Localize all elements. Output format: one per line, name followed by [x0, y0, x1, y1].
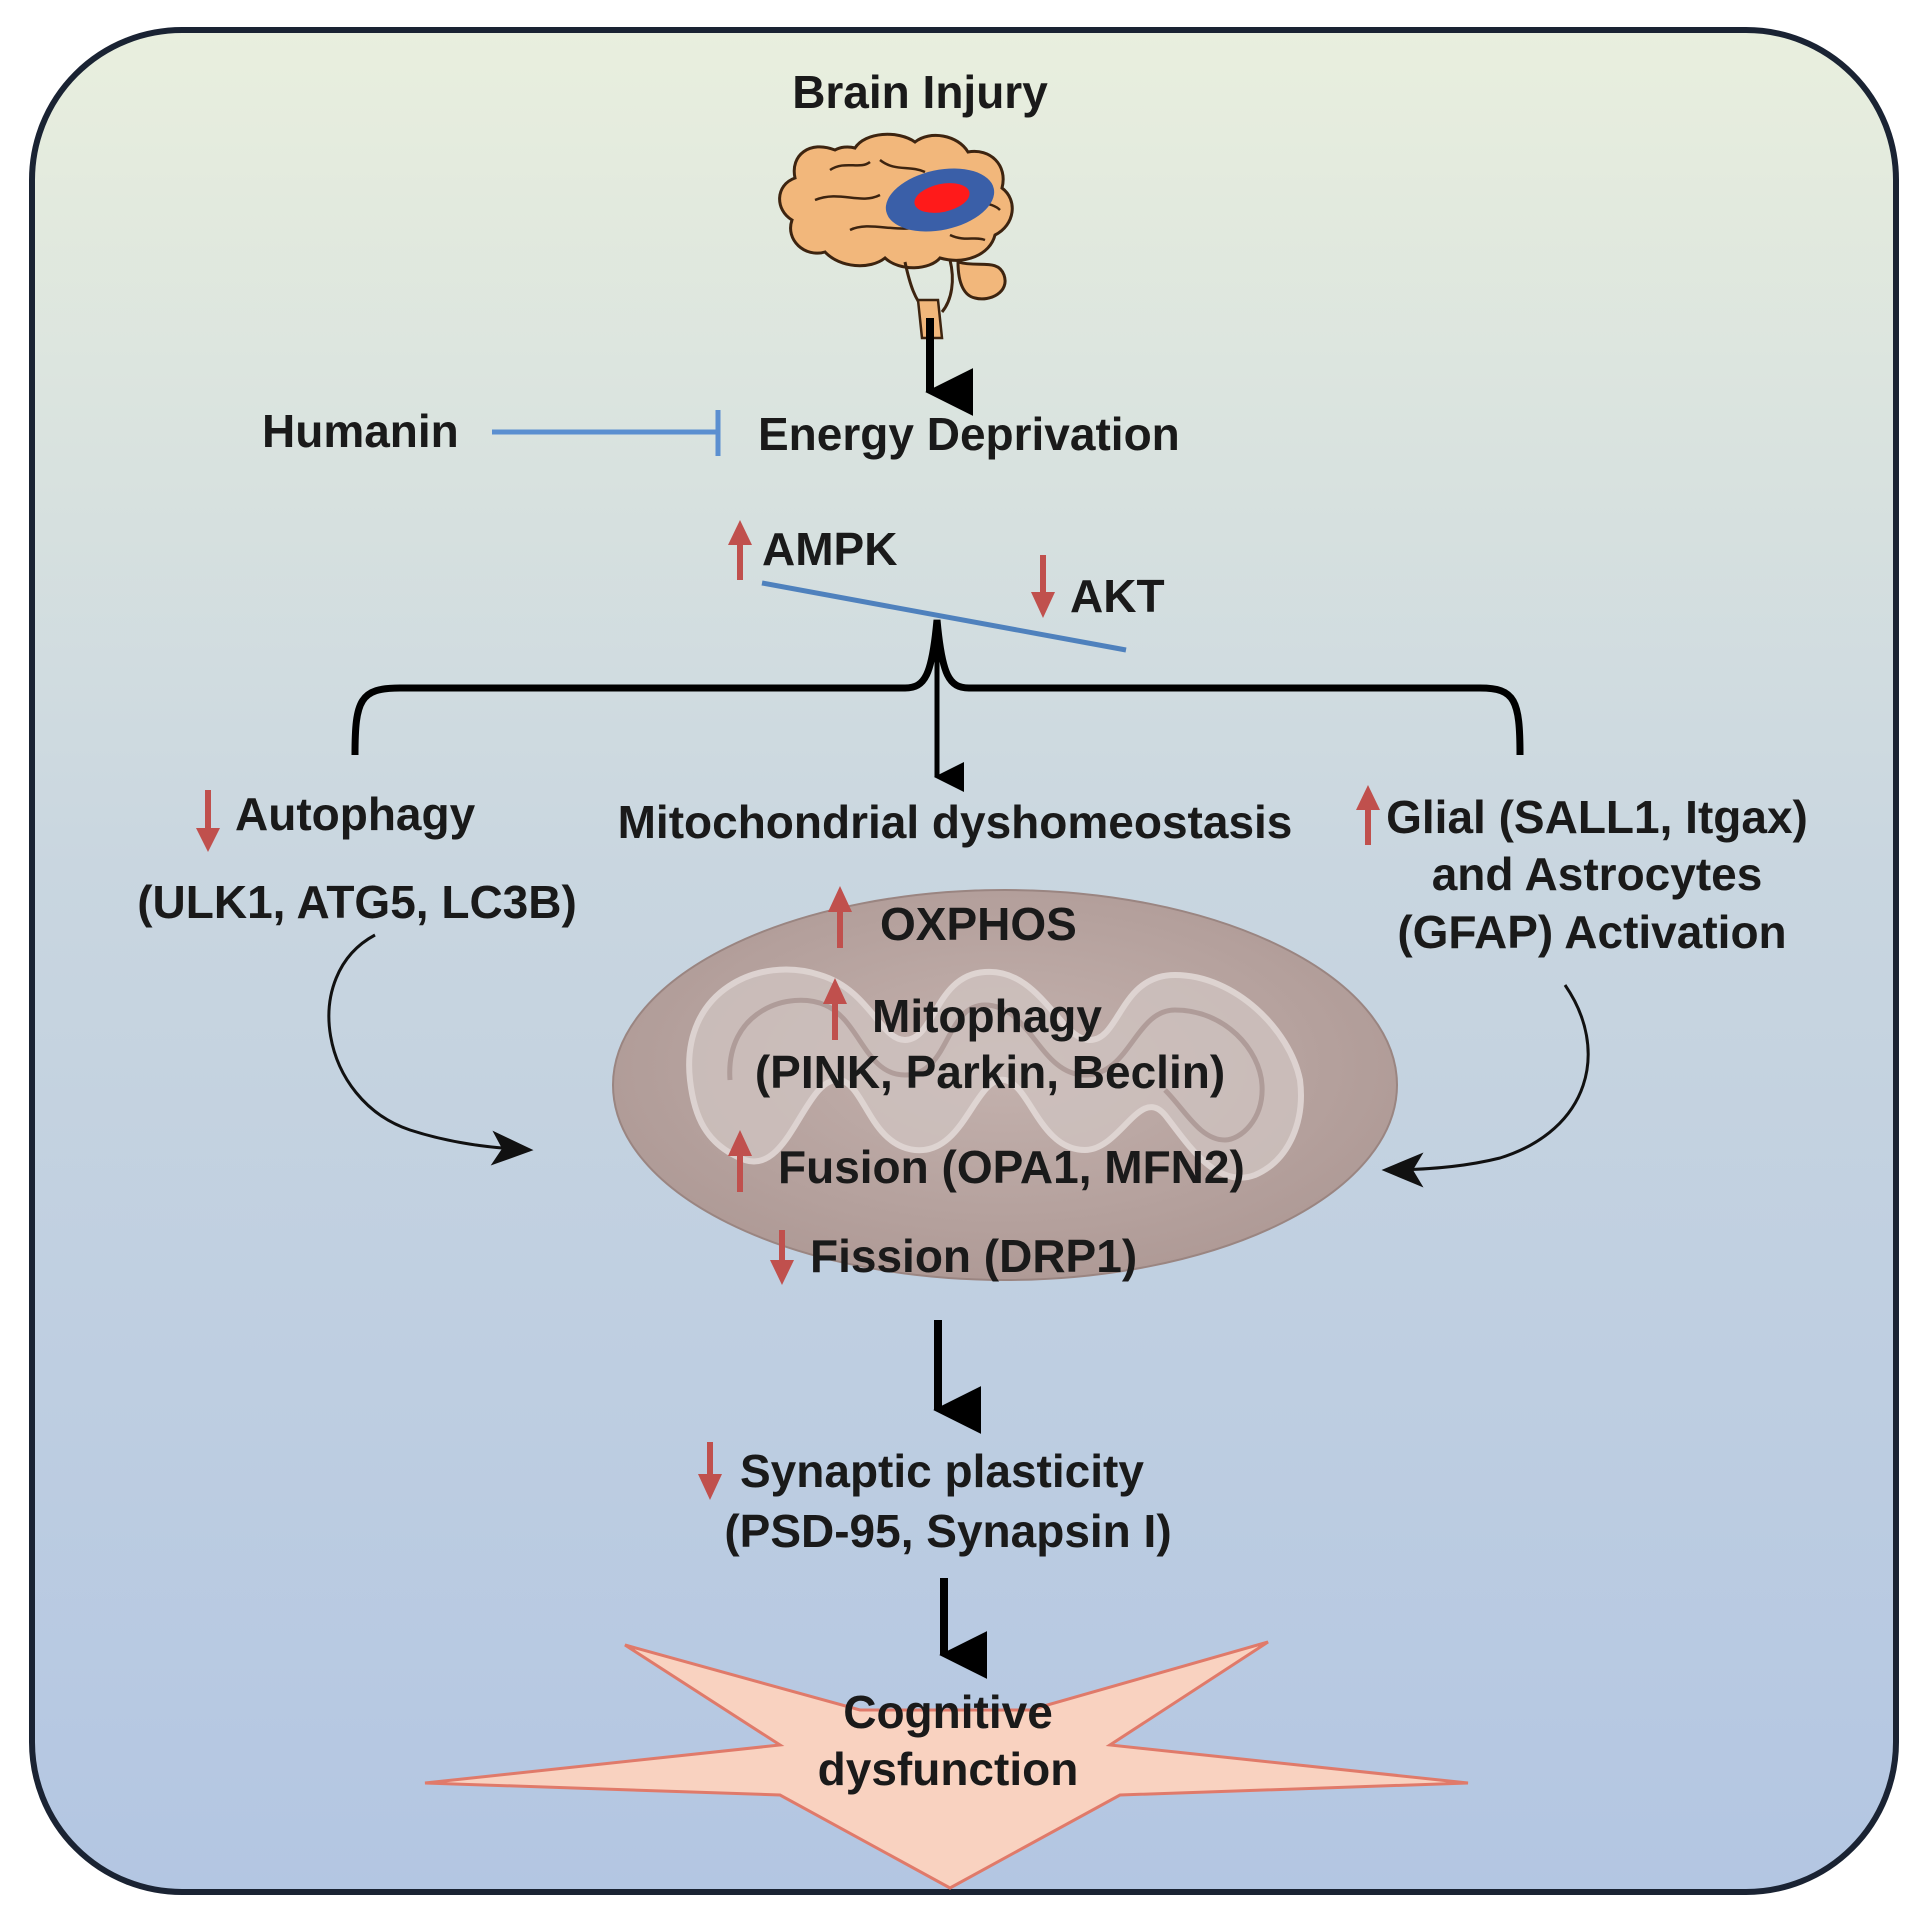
- akt-label: AKT: [1070, 570, 1165, 622]
- brain-injury-label: Brain Injury: [792, 66, 1048, 118]
- brain-icon: [778, 132, 1014, 340]
- energy-deprivation-label: Energy Deprivation: [758, 408, 1180, 460]
- up-arrow-icon: [728, 1130, 752, 1192]
- autophagy-label: Autophagy: [235, 788, 476, 840]
- ampk-label: AMPK: [762, 523, 897, 575]
- mito-dyshomeostasis-label: Mitochondrial dyshomeostasis: [618, 796, 1293, 848]
- curved-arrow-left: [327, 933, 534, 1166]
- mitochondrion-shape: [612, 889, 1398, 1281]
- up-arrow-icon: [728, 520, 752, 580]
- fission-label: Fission (DRP1): [810, 1230, 1137, 1282]
- down-arrow-icon: [1031, 555, 1055, 618]
- synaptic-markers-label: (PSD-95, Synapsin I): [724, 1505, 1171, 1557]
- cognitive-line1-label: Cognitive: [843, 1686, 1053, 1738]
- autophagy-markers-label: (ULK1, ATG5, LC3B): [137, 876, 577, 928]
- glial-line2-label: and Astrocytes: [1432, 848, 1763, 900]
- oxphos-label: OXPHOS: [880, 898, 1077, 950]
- mitophagy-markers-label: (PINK, Parkin, Beclin): [755, 1046, 1225, 1098]
- glial-line3-label: (GFAP) Activation: [1397, 906, 1786, 958]
- cognitive-line2-label: dysfunction: [818, 1743, 1079, 1795]
- down-arrow-icon: [698, 1442, 722, 1500]
- curved-arrow-right: [1381, 984, 1590, 1188]
- inhibition-line: [492, 410, 721, 456]
- up-arrow-icon: [823, 978, 847, 1040]
- down-arrow-icon: [196, 790, 220, 852]
- up-arrow-icon: [1356, 785, 1380, 845]
- synaptic-label: Synaptic plasticity: [740, 1445, 1144, 1497]
- glial-line1-label: Glial (SALL1, Itgax): [1386, 791, 1808, 843]
- mitophagy-label: Mitophagy: [872, 990, 1102, 1042]
- down-arrow-icon: [770, 1230, 794, 1285]
- seesaw-line: [761, 580, 1127, 653]
- fusion-label: Fusion (OPA1, MFN2): [778, 1141, 1245, 1193]
- up-arrow-icon: [828, 886, 852, 948]
- humanin-label: Humanin: [262, 405, 459, 457]
- cognitive-star-shape: [424, 1640, 1469, 1890]
